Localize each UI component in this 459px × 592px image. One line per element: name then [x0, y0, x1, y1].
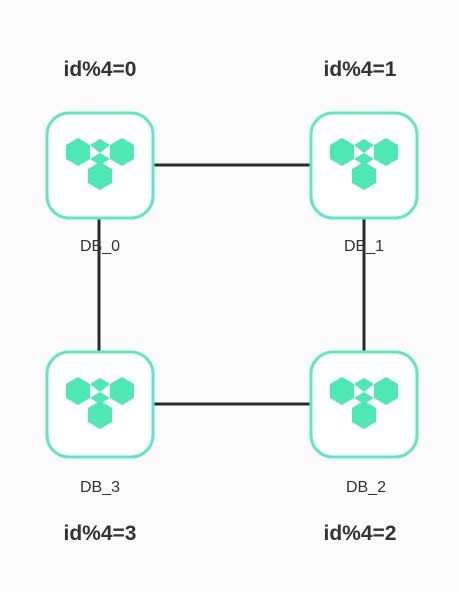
- db-node-2[interactable]: DB_2 id%4=2: [309, 350, 419, 545]
- database-hexagon-cluster-icon: [330, 377, 398, 429]
- database-hexagon-cluster-icon: [330, 138, 398, 190]
- database-hexagon-cluster-icon: [66, 377, 134, 429]
- db-label: DB_3: [80, 479, 120, 496]
- db-node-3[interactable]: DB_3 id%4=3: [45, 350, 155, 545]
- shard-rule-label: id%4=3: [64, 522, 137, 545]
- db-node-0[interactable]: DB_0 id%4=0: [45, 58, 155, 255]
- db-label: DB_1: [344, 238, 384, 255]
- shard-rule-label: id%4=1: [324, 58, 397, 81]
- db-label: DB_0: [80, 238, 120, 255]
- shard-rule-label: id%4=2: [324, 522, 397, 545]
- database-hexagon-cluster-icon: [66, 138, 134, 190]
- db-label: DB_2: [346, 479, 386, 496]
- shard-rule-label: id%4=0: [64, 58, 137, 81]
- db-node-1[interactable]: DB_1 id%4=1: [309, 58, 419, 255]
